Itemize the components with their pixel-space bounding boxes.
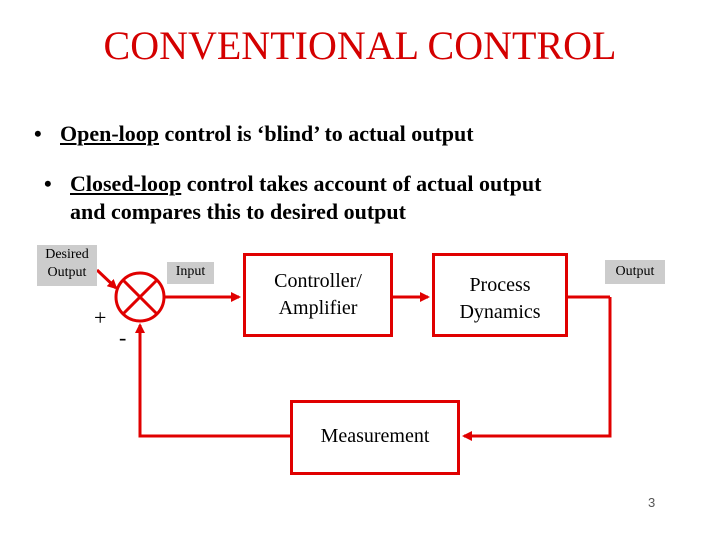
bullet-text: control takes account of actual output [181, 171, 542, 196]
summing-junction [114, 271, 166, 323]
bullet-marker: • [44, 171, 52, 196]
output-label: Output [605, 260, 665, 284]
open-loop-term: Open-loop [60, 121, 160, 146]
feedback-line-to-measurement [462, 297, 612, 441]
process-line2: Dynamics [459, 301, 541, 323]
controller-amplifier-block: Controller/ Amplifier [243, 253, 393, 337]
desired-label-line2: Output [47, 265, 87, 280]
bullet-open-loop: • Open-loop control is ‘blind’ to actual … [34, 120, 474, 148]
controller-line1: Controller/ [274, 270, 362, 292]
process-line1: Process [469, 274, 531, 296]
reference-arrow [95, 268, 118, 290]
input-label: Input [167, 262, 214, 284]
bullet-text: control is ‘blind’ to actual output [159, 121, 474, 146]
feedback-line-to-junction [135, 323, 290, 438]
slide-title: CONVENTIONAL CONTROL [103, 23, 617, 68]
page-number: 3 [648, 495, 656, 510]
bullet-closed-loop: • Closed-loop control takes account of ac… [44, 170, 541, 226]
plus-sign: + [94, 305, 107, 330]
process-dynamics-block: Process Dynamics [432, 253, 568, 337]
bullet-marker: • [34, 121, 42, 146]
controller-line2: Amplifier [278, 297, 358, 319]
minus-sign: - [119, 325, 127, 350]
desired-label-line1: Desired [45, 247, 89, 262]
measurement-block: Measurement [290, 400, 460, 475]
closed-loop-term: Closed-loop [70, 171, 182, 196]
desired-output-label: Desired Output [37, 245, 97, 286]
bullet-text-line2: and compares this to desired output [70, 199, 406, 224]
